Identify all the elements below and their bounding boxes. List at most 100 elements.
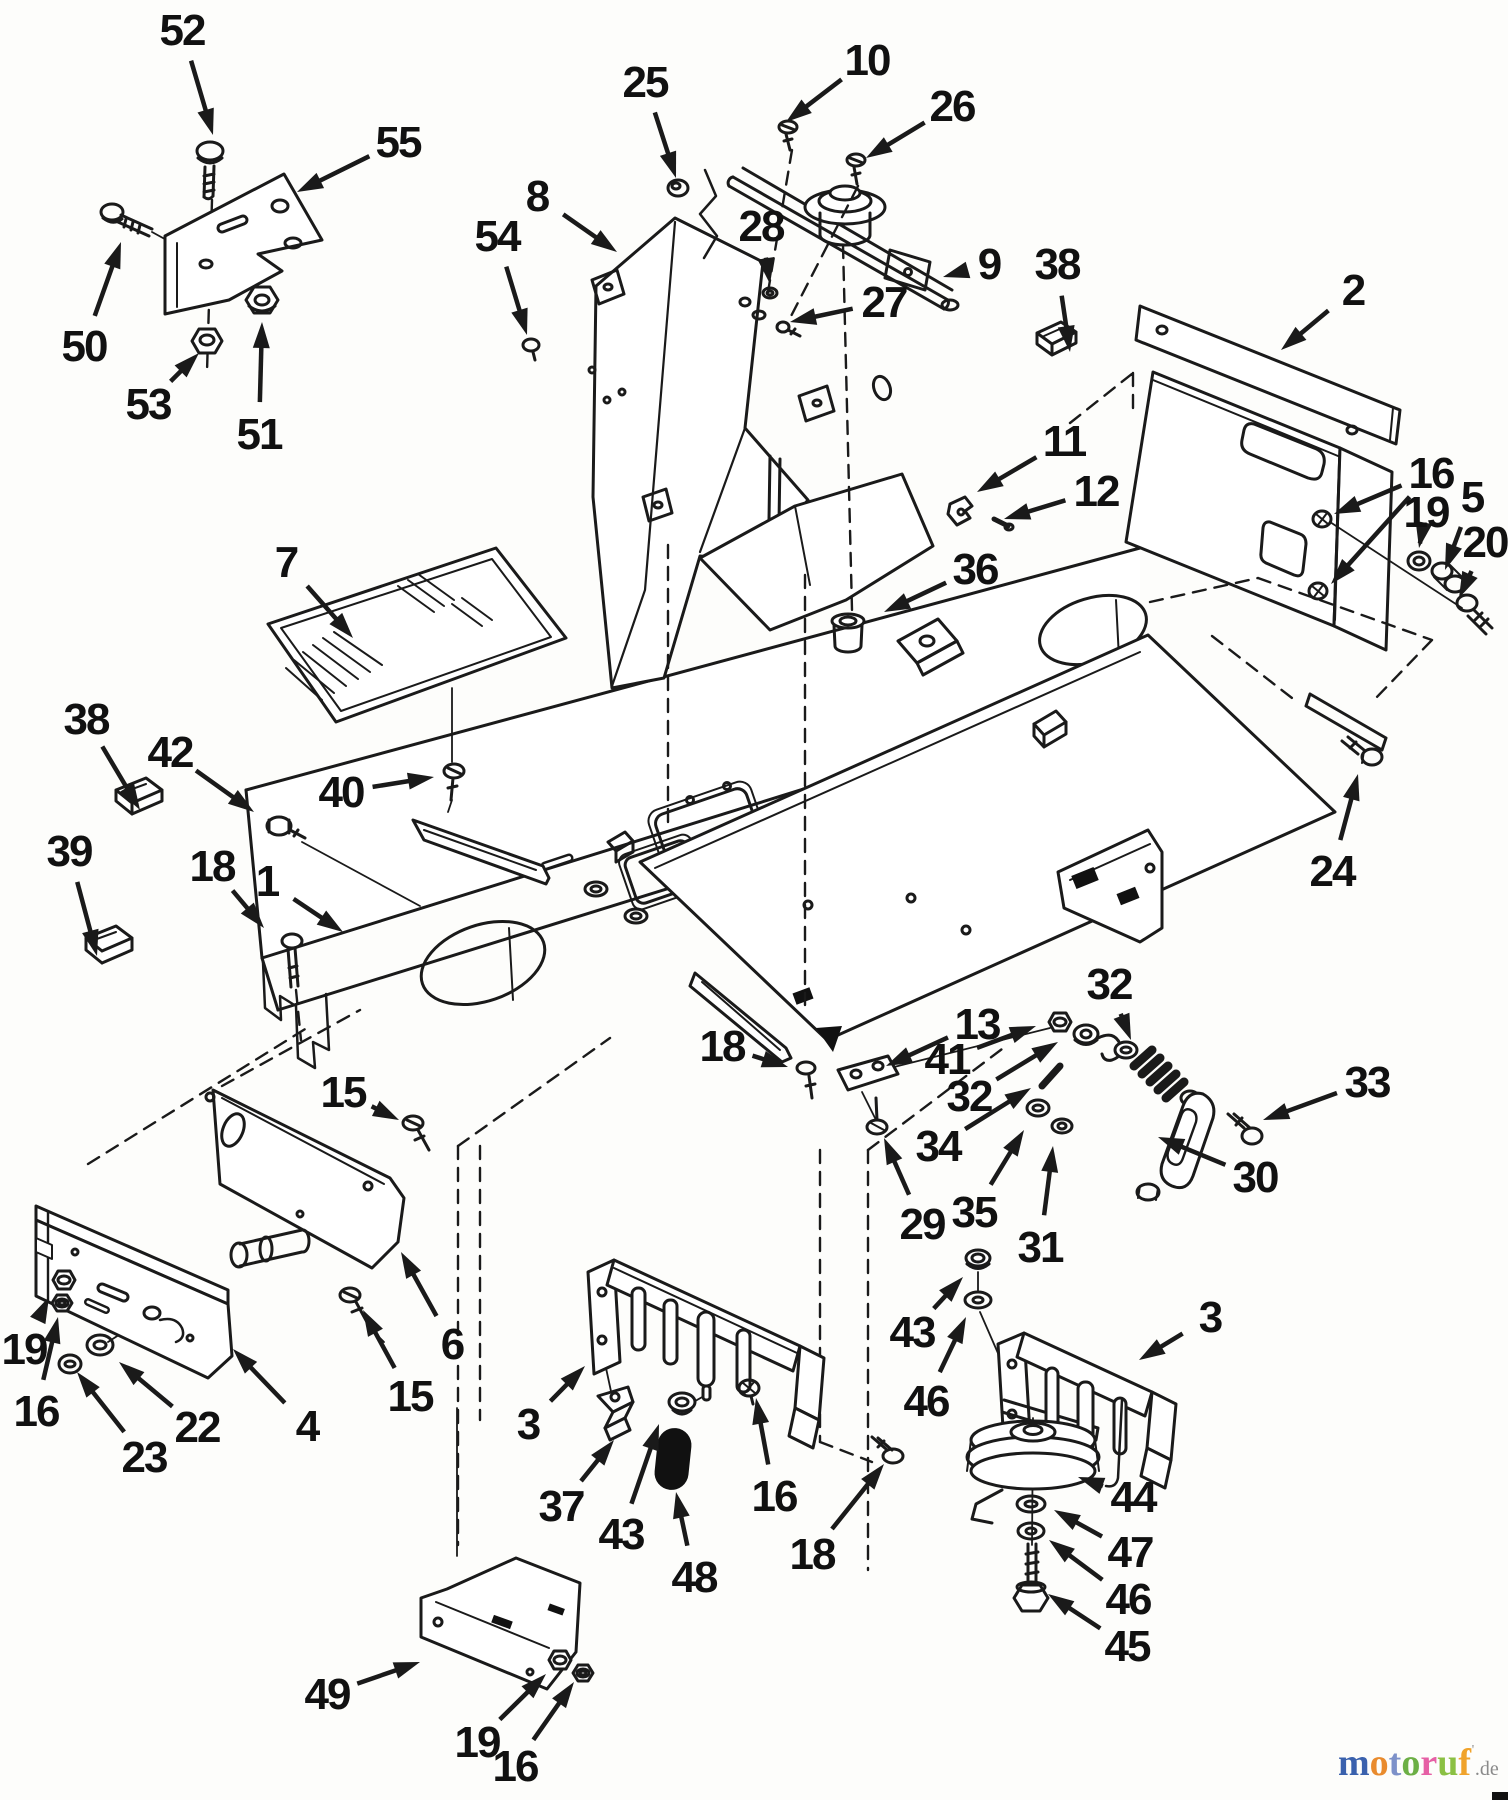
arrowhead [1445,542,1462,570]
callout-4: 4 [233,1349,323,1451]
callout-35: 35 [952,1130,1024,1237]
callout-label: 3 [1199,1293,1222,1342]
callout-label: 32 [1087,960,1132,1009]
arrowhead [392,1662,420,1679]
arrowhead [174,353,199,378]
watermark-letter: f [1458,1742,1471,1784]
callout-18: 18 [790,1464,884,1579]
callout-15: 15 [321,1068,399,1120]
leader-line [1338,790,1356,841]
callout-label: 7 [275,538,298,587]
callout-label: 26 [930,82,975,131]
callout-label: 24 [1310,847,1357,896]
callout-39: 39 [47,827,99,956]
callout-16: 16 [1331,449,1456,584]
callout-42: 42 [148,728,254,812]
callout-48: 48 [672,1492,720,1602]
arrowhead [1004,503,1032,520]
arrowhead [1057,325,1075,352]
arrowhead [119,783,140,810]
arrowhead [659,150,677,178]
leader-line [356,1665,404,1686]
arrowhead [316,910,343,932]
leader-line [1349,483,1403,510]
callout-3: 3 [517,1366,585,1449]
watermark-tld: .de [1474,1758,1499,1780]
leader-line [1041,1163,1053,1216]
callout-19: 19 [2,1297,49,1374]
arrowhead [560,1366,585,1391]
arrowhead [521,1674,546,1699]
callout-label: 42 [148,728,193,777]
callout-label: 12 [1074,467,1119,516]
arrowhead [1031,1042,1058,1063]
callout-label: 38 [64,695,110,744]
callout-1: 1 [256,857,343,932]
leader-line [1173,1141,1227,1167]
arrowhead [30,1297,49,1325]
callout-51: 51 [237,322,285,459]
callout-label: 2 [1342,266,1365,315]
arrowhead [884,593,912,612]
callout-5: 5 [1445,473,1487,570]
callout-label: 49 [305,1670,350,1719]
callout-label: 50 [62,322,107,371]
leader-line [798,77,843,113]
callout-label: 35 [952,1188,998,1237]
callout-47: 47 [1054,1510,1155,1577]
arrowhead [371,1100,399,1120]
callout-label: 16 [752,1472,797,1521]
watermark-logo: motoruf'.de [1338,1742,1499,1784]
callout-label: 11 [1043,417,1087,466]
callout-label: 52 [160,6,205,55]
arrowhead [1008,1026,1036,1044]
leader-line [131,1371,174,1409]
callout-label: 18 [700,1022,746,1071]
arrowhead [1003,1130,1024,1157]
arrowhead [227,789,254,812]
arrowhead [1004,1088,1031,1109]
callout-label: 48 [672,1553,718,1602]
callout-label: 5 [1461,473,1485,522]
arrowhead [1139,1339,1166,1360]
callout-37: 37 [539,1440,614,1531]
leader-line [830,1476,875,1531]
callout-label: 55 [376,118,422,167]
arrowhead [866,137,893,158]
callout-9: 9 [943,240,1003,289]
arrowhead [790,308,818,325]
callout-43: 43 [599,1424,659,1559]
arrowhead [590,230,617,252]
callout-40: 40 [319,768,434,817]
leader-line [188,60,211,119]
leader-line [531,1695,566,1742]
callout-label: 23 [122,1433,167,1482]
arrowhead [1415,520,1433,548]
callout-38: 38 [64,695,140,810]
leader-line [963,1095,1017,1131]
callout-38: 38 [1035,240,1083,352]
callout-label: 39 [47,827,92,876]
arrowhead [329,612,353,638]
callout-label: 30 [1233,1153,1278,1202]
callout-16: 16 [752,1398,799,1521]
callout-label: 18 [190,842,236,891]
callout-15: 15 [363,1310,436,1421]
leader-line [991,455,1038,485]
arrowhead [1334,496,1362,514]
callout-32: 32 [1087,960,1134,1040]
callout-label: 41 [925,1035,971,1084]
watermark-letter: o [1401,1742,1421,1784]
arrowhead [82,928,99,956]
callout-46: 46 [904,1317,966,1426]
callout-label: 19 [455,1718,500,1767]
callout-6: 6 [401,1252,466,1369]
leader-line [899,580,948,607]
arrowhead [1459,570,1478,598]
callout-label: 31 [1018,1223,1064,1272]
arrowhead [1054,1510,1081,1531]
arrowhead [1263,1103,1291,1120]
